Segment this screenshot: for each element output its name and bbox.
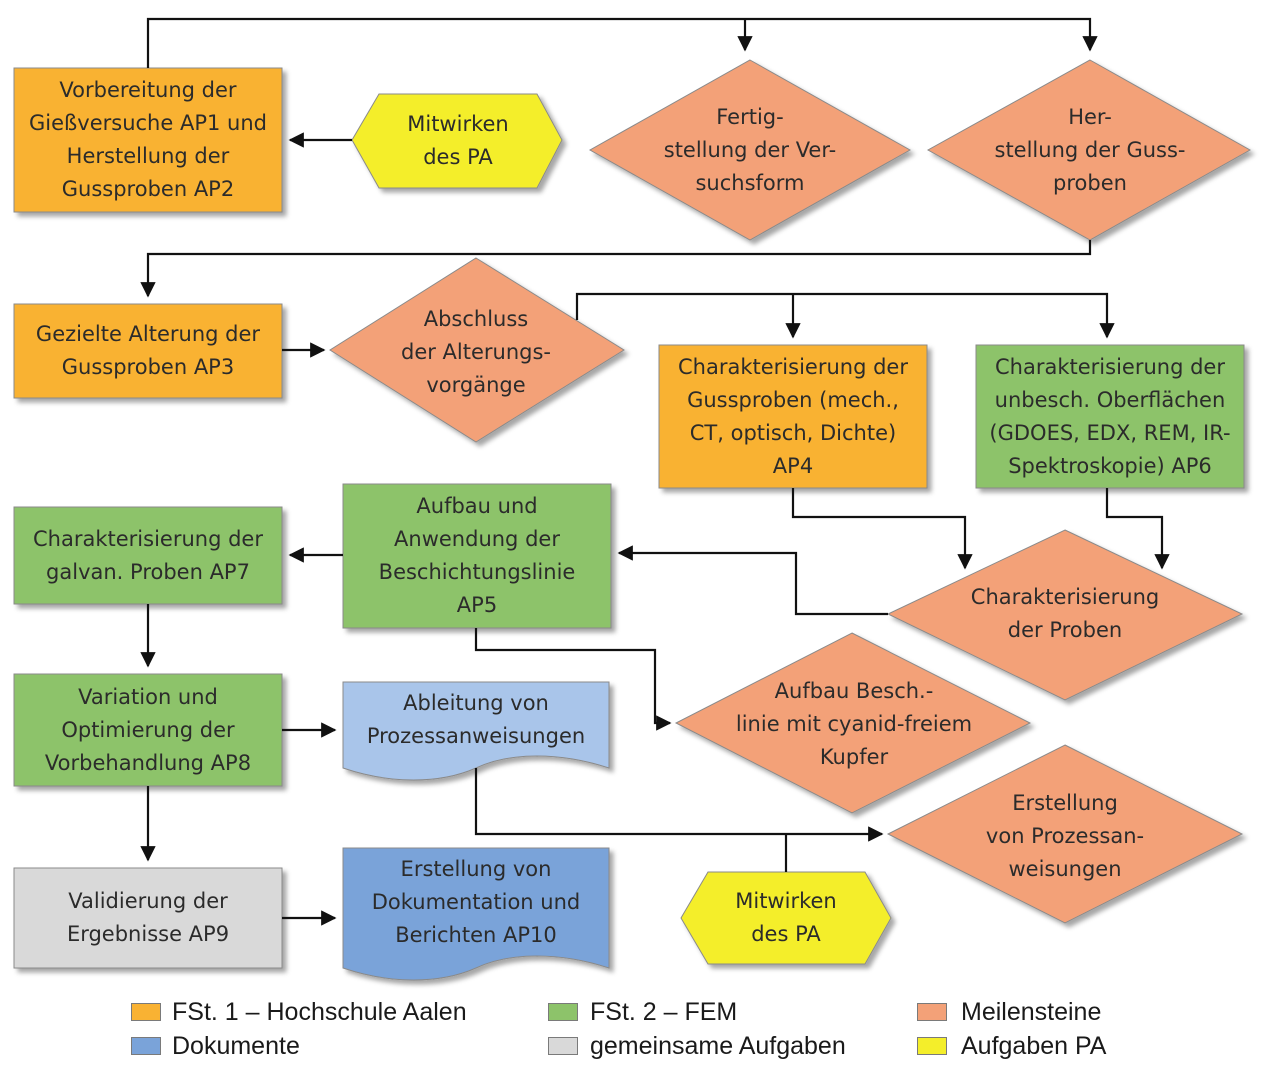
- label-ap4: Charakterisierung der Gussproben (mech.,…: [678, 354, 908, 478]
- diamond-kupfer: [674, 632, 1032, 814]
- connector-ap4-to-proben: [791, 488, 973, 570]
- legend-swatch-salmon: [917, 1003, 947, 1021]
- hex-mitwirken-pa-top: [351, 93, 563, 189]
- box-ap5: [342, 483, 612, 629]
- box-ap1-ap2: [13, 67, 283, 213]
- box-ap9: [13, 867, 283, 969]
- hex-mitwirken-pa-bottom: [680, 871, 892, 965]
- label-proben: Charakterisierung der Proben: [970, 585, 1160, 642]
- box-ap8: [13, 673, 283, 787]
- connector-gussproben-to-ap3: [140, 240, 1092, 298]
- diamond-versuchsform: [588, 59, 912, 241]
- legend-label-aufgaben-pa: Aufgaben PA: [961, 1032, 1107, 1060]
- connector-ap5-to-kupfer: [474, 628, 672, 731]
- diamond-alterung: [329, 257, 625, 443]
- legend-swatch-green: [548, 1003, 578, 1021]
- label-mitwirken-pa-bottom: Mitwirken des PA: [735, 889, 837, 946]
- box-ap4: [658, 344, 928, 489]
- connector-top-loop: [146, 17, 1098, 68]
- connector-ap6-to-proben: [1105, 488, 1170, 570]
- label-mitwirken-pa-top: Mitwirken des PA: [407, 112, 509, 169]
- legend-label-fst2: FSt. 2 – FEM: [590, 998, 738, 1026]
- legend-label-meilensteine: Meilensteine: [961, 998, 1102, 1026]
- legend-swatch-gray: [548, 1037, 578, 1055]
- connector-proben-to-ap5: [617, 545, 888, 616]
- box-ap3: [13, 303, 283, 399]
- label-versuchsform: Fertig- stellung der Ver- suchsform: [663, 104, 837, 195]
- label-kupfer: Aufbau Besch.- linie mit cyanid-freiem K…: [735, 678, 973, 769]
- label-ap8: Variation und Optimierung der Vorbehandl…: [44, 684, 252, 775]
- legend-label-fst1: FSt. 1 – Hochschule Aalen: [172, 998, 467, 1026]
- label-ap9: Validierung der Ergebnisse AP9: [66, 889, 230, 946]
- legend-swatch-yellow: [917, 1037, 947, 1055]
- box-ap7: [13, 506, 283, 605]
- label-doc-prozess: Ableitung von Prozessanweisungen: [366, 691, 586, 748]
- legend-swatch-blue: [131, 1037, 161, 1055]
- doc-ap10: [342, 847, 610, 981]
- diamond-prozess: [886, 744, 1244, 924]
- legend-swatch-orange: [131, 1003, 161, 1021]
- label-ap10: Erstellung von Dokumentation und Bericht…: [371, 856, 581, 947]
- connector-doc-to-prozess: [474, 768, 884, 842]
- label-ap6: Charakterisierung der unbesch. Oberfläch…: [989, 354, 1231, 478]
- diamond-proben: [886, 529, 1244, 701]
- label-ap7: Charakterisierung der galvan. Proben AP7: [33, 526, 263, 584]
- legend-label-gemeinsam: gemeinsame Aufgaben: [590, 1032, 846, 1060]
- doc-prozess: [342, 681, 610, 781]
- label-gussproben: Her- stellung der Guss- proben: [994, 104, 1186, 195]
- legend-label-dokumente: Dokumente: [172, 1032, 300, 1060]
- label-ap5: Aufbau und Anwendung der Beschichtungsli…: [378, 494, 576, 617]
- label-ap3: Gezielte Alterung der Gussproben AP3: [35, 322, 261, 379]
- connector-alterung-branch: [575, 292, 1115, 339]
- box-ap6: [975, 344, 1245, 489]
- label-ap1-ap2: Vorbereitung der Gießversuche AP1 und He…: [29, 78, 267, 201]
- label-prozess: Erstellung von Prozessan- weisungen: [985, 790, 1145, 881]
- label-alterung: Abschluss der Alterungs- vorgänge: [400, 306, 551, 397]
